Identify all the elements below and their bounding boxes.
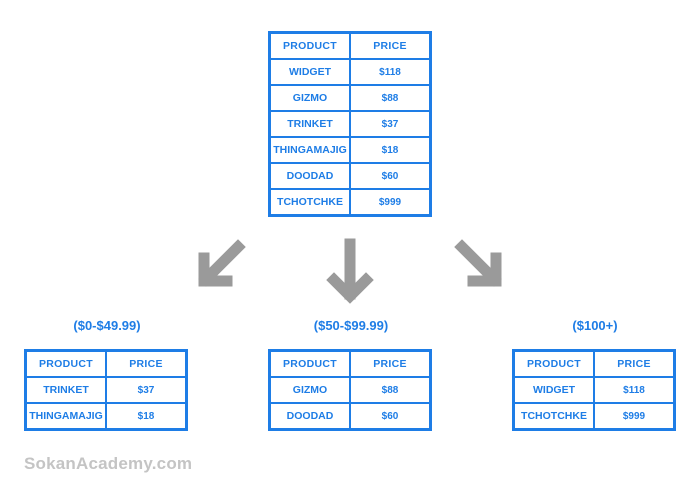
product-column-header: PRODUCT [268, 349, 351, 378]
price-column-header: PRICE [105, 349, 188, 378]
table-header-row: PRODUCT PRICE [24, 349, 188, 378]
price-cell: $118 [593, 376, 676, 404]
product-cell: WIDGET [512, 376, 595, 404]
range-label-low: ($0-$49.99) [73, 318, 141, 333]
table-row: WIDGET $118 [268, 58, 432, 86]
mid-price-table: PRODUCT PRICE GIZMO $88 DOODAD $60 [268, 349, 432, 431]
table-row: TRINKET $37 [268, 110, 432, 138]
price-cell: $999 [349, 188, 432, 217]
main-product-table: PRODUCT PRICE WIDGET $118 GIZMO $88 TRIN… [268, 31, 432, 217]
price-cell: $60 [349, 162, 432, 190]
price-cell: $37 [349, 110, 432, 138]
product-cell: GIZMO [268, 84, 351, 112]
table-row: THINGAMAJIG $18 [268, 136, 432, 164]
table-row: TRINKET $37 [24, 376, 188, 404]
site-watermark: SokanAcademy.com [24, 454, 193, 473]
table-row: TCHOTCHKE $999 [268, 188, 432, 217]
price-column-header: PRICE [593, 349, 676, 378]
range-label-mid: ($50-$99.99) [313, 318, 389, 333]
product-cell: THINGAMAJIG [268, 136, 351, 164]
product-cell: THINGAMAJIG [24, 402, 107, 431]
split-arrows [198, 238, 502, 304]
product-column-header: PRODUCT [512, 349, 595, 378]
product-cell: WIDGET [268, 58, 351, 86]
low-price-table: PRODUCT PRICE TRINKET $37 THINGAMAJIG $1… [24, 349, 188, 431]
table-row: THINGAMAJIG $18 [24, 402, 188, 431]
price-cell: $18 [105, 402, 188, 431]
price-cell: $37 [105, 376, 188, 404]
high-price-table: PRODUCT PRICE WIDGET $118 TCHOTCHKE $999 [512, 349, 676, 431]
price-cell: $18 [349, 136, 432, 164]
price-cell: $118 [349, 58, 432, 86]
price-column-header: PRICE [349, 31, 432, 60]
price-cell: $88 [349, 376, 432, 404]
table-row: GIZMO $88 [268, 376, 432, 404]
product-column-header: PRODUCT [24, 349, 107, 378]
table-header-row: PRODUCT PRICE [268, 349, 432, 378]
product-cell: DOODAD [268, 162, 351, 190]
price-cell: $88 [349, 84, 432, 112]
table-row: DOODAD $60 [268, 402, 432, 431]
table-row: WIDGET $118 [512, 376, 676, 404]
product-cell: TCHOTCHKE [268, 188, 351, 217]
product-cell: TRINKET [24, 376, 107, 404]
table-row: GIZMO $88 [268, 84, 432, 112]
range-label-high: ($100+) [572, 318, 618, 333]
table-row: DOODAD $60 [268, 162, 432, 190]
arrow-down-icon [326, 238, 374, 304]
price-column-header: PRICE [349, 349, 432, 378]
table-header-row: PRODUCT PRICE [512, 349, 676, 378]
table-row: TCHOTCHKE $999 [512, 402, 676, 431]
price-cell: $999 [593, 402, 676, 431]
price-cell: $60 [349, 402, 432, 431]
product-cell: TRINKET [268, 110, 351, 138]
arrow-down-left-icon [198, 239, 246, 287]
product-cell: GIZMO [268, 376, 351, 404]
arrow-down-right-icon [454, 239, 502, 287]
product-cell: DOODAD [268, 402, 351, 431]
product-cell: TCHOTCHKE [512, 402, 595, 431]
